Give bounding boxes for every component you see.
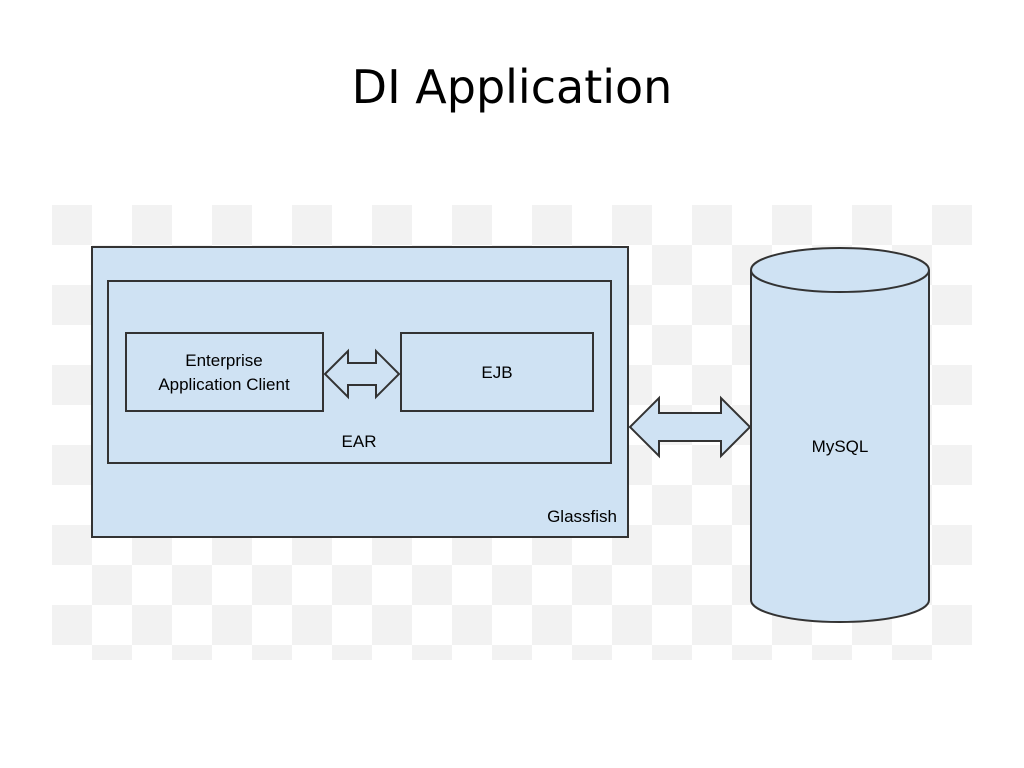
client-label-line2: Application Client xyxy=(158,375,290,394)
mysql-cylinder xyxy=(750,247,930,623)
ejb-label: EJB xyxy=(481,363,512,382)
ear-label: EAR xyxy=(342,432,377,451)
mysql-label: MySQL xyxy=(812,437,869,456)
client-box xyxy=(125,332,324,412)
ejb-box xyxy=(400,332,594,412)
glassfish-label: Glassfish xyxy=(547,507,617,526)
client-ejb-arrow xyxy=(323,348,401,400)
slide-title: DI Application xyxy=(351,60,673,114)
client-label-line1: Enterprise xyxy=(185,351,262,370)
